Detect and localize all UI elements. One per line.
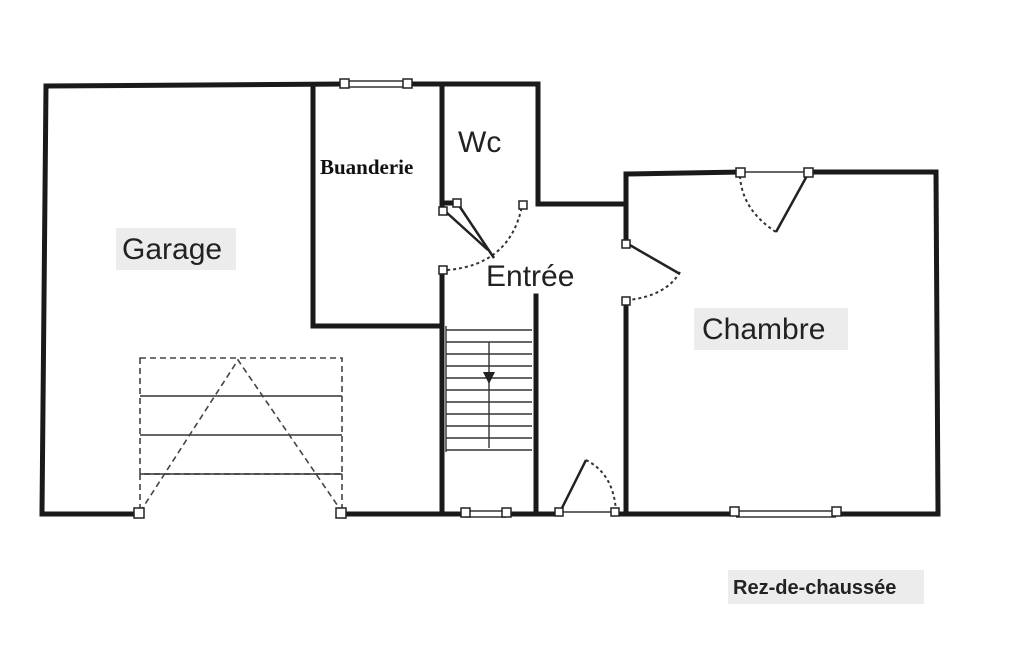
door-chambre-closet — [735, 167, 814, 233]
chambre-label-bg — [694, 308, 848, 350]
buanderie-label: Buanderie — [320, 155, 413, 179]
exterior-walls — [39, 81, 941, 517]
floor-caption: Rez-de-chaussée — [733, 577, 896, 599]
chambre-label: Chambre — [702, 313, 825, 346]
buanderie-wall — [310, 83, 445, 329]
window-south-entree — [460, 507, 512, 518]
stair-direction-arrow — [483, 372, 495, 384]
garage-label: Garage — [122, 233, 222, 266]
chambre-north-wall — [623, 169, 743, 247]
garage-door-hinge-left — [133, 507, 145, 519]
chambre-east-wall — [805, 169, 941, 515]
interior-walls — [310, 83, 629, 517]
room-labels: Garage Buanderie Wc Entrée Chambre — [116, 126, 848, 350]
garage-label-bg — [116, 228, 236, 270]
caption-bg — [728, 570, 924, 604]
doors — [438, 167, 814, 517]
staircase — [445, 326, 532, 452]
garage-door-hinge-right — [335, 507, 347, 519]
garage-door — [133, 357, 347, 519]
window-south-chambre — [729, 506, 842, 518]
window-north — [339, 78, 413, 89]
garage-door-swing — [139, 358, 343, 513]
entree-label: Entrée — [486, 260, 574, 293]
door-entree-main — [554, 459, 620, 517]
garage-door-outline — [139, 357, 343, 475]
windows — [339, 78, 842, 518]
door-wc-entree — [438, 198, 528, 275]
door-chambre-west — [621, 239, 681, 306]
garage-west-wall — [39, 81, 346, 515]
wc-label: Wc — [458, 126, 501, 159]
